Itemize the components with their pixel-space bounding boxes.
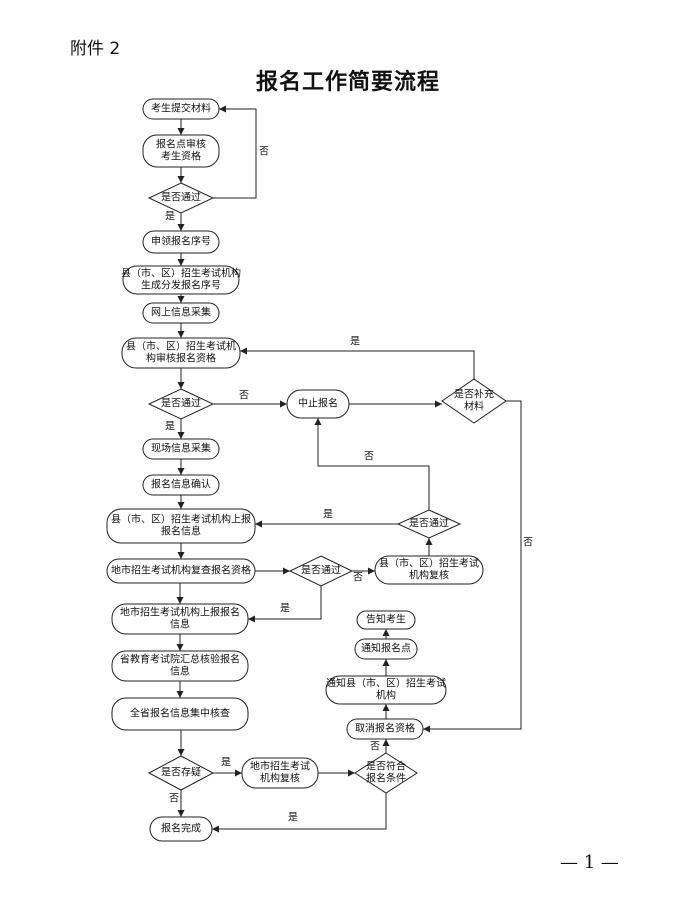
flow-arrow xyxy=(240,347,475,379)
flow-edges xyxy=(176,105,522,833)
edge-label-yes: 是 xyxy=(221,757,231,769)
node-pass3: 是否通过 xyxy=(396,509,462,539)
node-text: 县（市、区）招生考试机 xyxy=(126,340,236,353)
node-text: 全省报名信息集中核查 xyxy=(130,707,230,720)
edge-label-no: 否 xyxy=(370,741,380,753)
node-text: 生成分发报名序号 xyxy=(141,279,221,292)
node-text: 机构复核 xyxy=(260,772,300,785)
edge-label-no: 否 xyxy=(523,537,533,549)
node-text: 是否补充 xyxy=(454,388,494,401)
node-text: 是否符合 xyxy=(366,760,406,773)
edge-label-no: 否 xyxy=(364,451,374,463)
node-text: 通知县（市、区）招生考试 xyxy=(326,677,446,690)
node-text: 中止报名 xyxy=(298,397,338,410)
node-notify-point: 通知报名点 xyxy=(354,638,418,660)
node-pass1: 是否通过 xyxy=(147,182,215,214)
node-text: 考生提交材料 xyxy=(151,102,211,115)
flow-arrow xyxy=(248,586,322,623)
node-text: 通知报名点 xyxy=(361,642,411,655)
node-text: 报名信息确认 xyxy=(151,478,211,491)
edge-label-no: 否 xyxy=(169,793,179,805)
node-text: 地市招生考试机构上报报名 xyxy=(120,606,240,619)
page-label: 附件 2 xyxy=(70,39,121,59)
node-text: 网上信息采集 xyxy=(151,306,211,319)
node-pass4: 是否通过 xyxy=(288,555,354,587)
node-text: 告知考生 xyxy=(366,613,406,626)
node-text: 机构复核 xyxy=(409,569,449,582)
node-text: 信息 xyxy=(170,618,190,631)
node-text: 地市招生考试 xyxy=(250,760,310,773)
node-text: 现场信息采集 xyxy=(151,442,211,455)
node-pass2: 是否通过 xyxy=(147,388,215,420)
node-city-recheck: 地市招生考试机构复查报名资格 xyxy=(106,558,256,584)
node-text: 是否通过 xyxy=(161,397,201,410)
node-text: 报名完成 xyxy=(161,822,201,835)
node-text: 取消报名资格 xyxy=(355,722,415,735)
node-text: 地市招生考试机构复查报名资格 xyxy=(111,564,251,577)
node-text: 申领报名序号 xyxy=(151,235,211,248)
node-text: 县（市、区）招生考试机构上报 xyxy=(111,513,251,526)
node-text: 材料 xyxy=(464,400,484,413)
node-apply-seq: 申领报名序号 xyxy=(142,230,220,254)
edge-label-yes: 是 xyxy=(288,812,298,824)
edge-label-no: 否 xyxy=(353,572,363,584)
node-online-info: 网上信息采集 xyxy=(142,302,220,324)
node-text: 县（市、区）招生考试机构 xyxy=(121,267,241,280)
node-doubt: 是否存疑 xyxy=(147,755,215,791)
node-text: 是否通过 xyxy=(409,517,449,530)
node-inform: 告知考生 xyxy=(356,610,416,630)
page-number: — 1 — xyxy=(560,852,619,873)
node-text: 报名点审核 xyxy=(156,138,206,151)
flow-arrow xyxy=(213,105,257,199)
edge-label-yes: 是 xyxy=(165,211,175,223)
node-submit: 考生提交材料 xyxy=(142,98,220,120)
node-text: 是否存疑 xyxy=(161,766,201,779)
edge-label-yes: 是 xyxy=(350,336,360,348)
edge-label-yes: 是 xyxy=(280,603,290,615)
page-title: 报名工作简要流程 xyxy=(255,69,440,95)
flow-nodes: 考生提交材料报名点审核考生资格是否通过申领报名序号县（市、区）招生考试机构生成分… xyxy=(106,98,507,842)
edge-label-yes: 是 xyxy=(323,509,333,521)
node-cancel: 取消报名资格 xyxy=(346,718,424,740)
node-complete: 报名完成 xyxy=(149,816,213,842)
node-text: 县（市、区）招生考试 xyxy=(379,557,479,570)
edge-label-yes: 是 xyxy=(165,421,175,433)
flow-arrow xyxy=(314,418,430,510)
edge-label-no: 否 xyxy=(259,146,269,158)
edge-label-no: 否 xyxy=(239,390,249,402)
node-text: 信息 xyxy=(170,665,190,678)
node-text: 报名条件 xyxy=(366,772,406,785)
node-text: 省教育考试院汇总核验报名 xyxy=(120,653,240,666)
node-confirm: 报名信息确认 xyxy=(142,474,220,496)
node-text: 机构 xyxy=(376,689,396,702)
node-text: 考生资格 xyxy=(161,150,201,163)
node-notify-county: 通知县（市、区）招生考试机构 xyxy=(325,675,447,705)
node-onsite: 现场信息采集 xyxy=(142,438,220,460)
node-text: 报名信息 xyxy=(161,525,201,538)
flow-arrow xyxy=(423,400,522,733)
node-suspend: 中止报名 xyxy=(286,389,350,419)
node-text: 是否通过 xyxy=(161,191,201,204)
flow-arrow xyxy=(212,793,387,833)
node-text: 是否通过 xyxy=(301,564,341,577)
node-province-check: 全省报名信息集中核查 xyxy=(111,697,249,731)
node-text: 构审核报名资格 xyxy=(146,352,216,365)
